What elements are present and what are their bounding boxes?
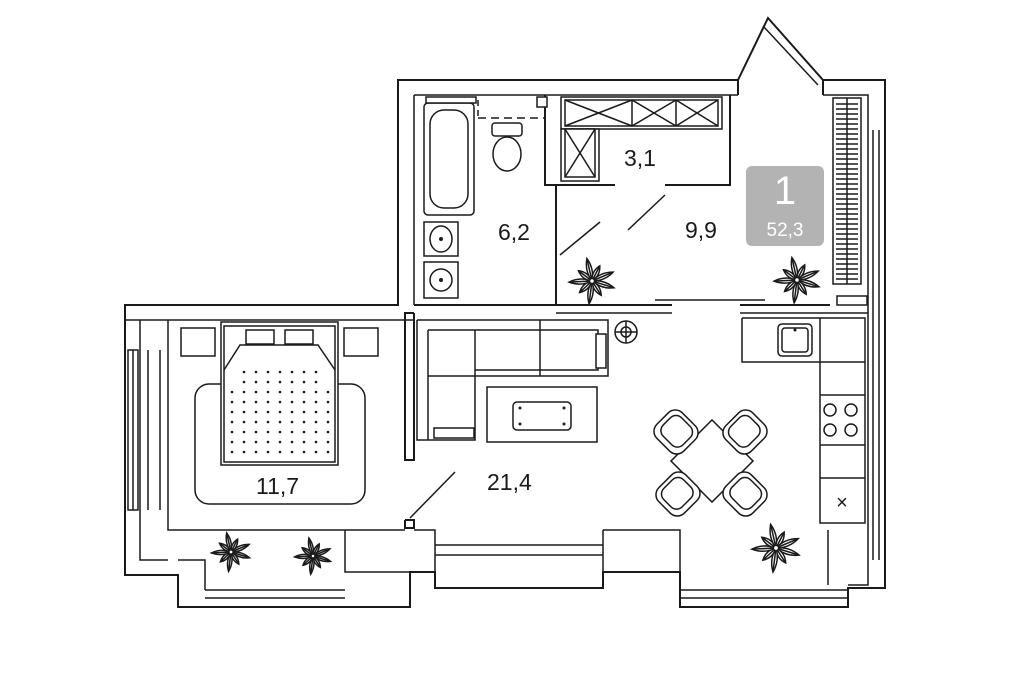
- coffee-table: [486, 386, 598, 443]
- washing-machine: [423, 261, 459, 299]
- plants: [209, 255, 821, 577]
- room-area-hallway: 9,9: [685, 217, 717, 243]
- badge-room-count: 1: [774, 169, 796, 213]
- dining-chair: [653, 409, 699, 455]
- floor-lamp: [614, 320, 638, 344]
- kitchen-counter: ×: [741, 317, 866, 524]
- closet: 3,1: [560, 96, 723, 182]
- plant-icon: [209, 531, 252, 574]
- dining-chair: [722, 409, 768, 455]
- cooktop: [823, 403, 858, 437]
- corner-sofa: [416, 319, 609, 441]
- room-area-closet: 3,1: [624, 145, 656, 171]
- bedroom: 11,7: [180, 321, 379, 505]
- ventilation-shaft: [536, 96, 548, 108]
- interior-walls: [167, 95, 868, 590]
- nightstand-left: [180, 327, 216, 357]
- dining-table: [653, 409, 768, 517]
- double-bed: [220, 321, 339, 466]
- sink: [777, 323, 813, 357]
- room-area-bedroom: 11,7: [256, 473, 299, 499]
- badge-background: [746, 166, 824, 246]
- plant-icon: [292, 536, 333, 577]
- windows: [127, 130, 880, 599]
- apartment-badge: 1 52,3: [746, 166, 824, 246]
- living-kitchen: 21,4: [416, 317, 866, 524]
- hallway: 9,9: [685, 97, 868, 306]
- plant-icon: [772, 255, 821, 305]
- washbasin: [423, 221, 459, 257]
- dining-chair: [722, 471, 768, 517]
- room-area-bathroom: 6,2: [498, 219, 530, 245]
- toilet: [491, 122, 523, 172]
- plant-icon: [567, 256, 616, 306]
- nightstand-right: [343, 327, 379, 357]
- room-area-living-kitchen: 21,4: [487, 469, 532, 495]
- badge-total-area: 52,3: [767, 220, 804, 241]
- dining-chair: [655, 471, 701, 517]
- bathroom: 6,2: [423, 96, 548, 299]
- radiator: [832, 97, 868, 306]
- plant-icon: [749, 522, 801, 574]
- fridge-mark: ×: [836, 492, 848, 514]
- bathtub: [423, 96, 477, 216]
